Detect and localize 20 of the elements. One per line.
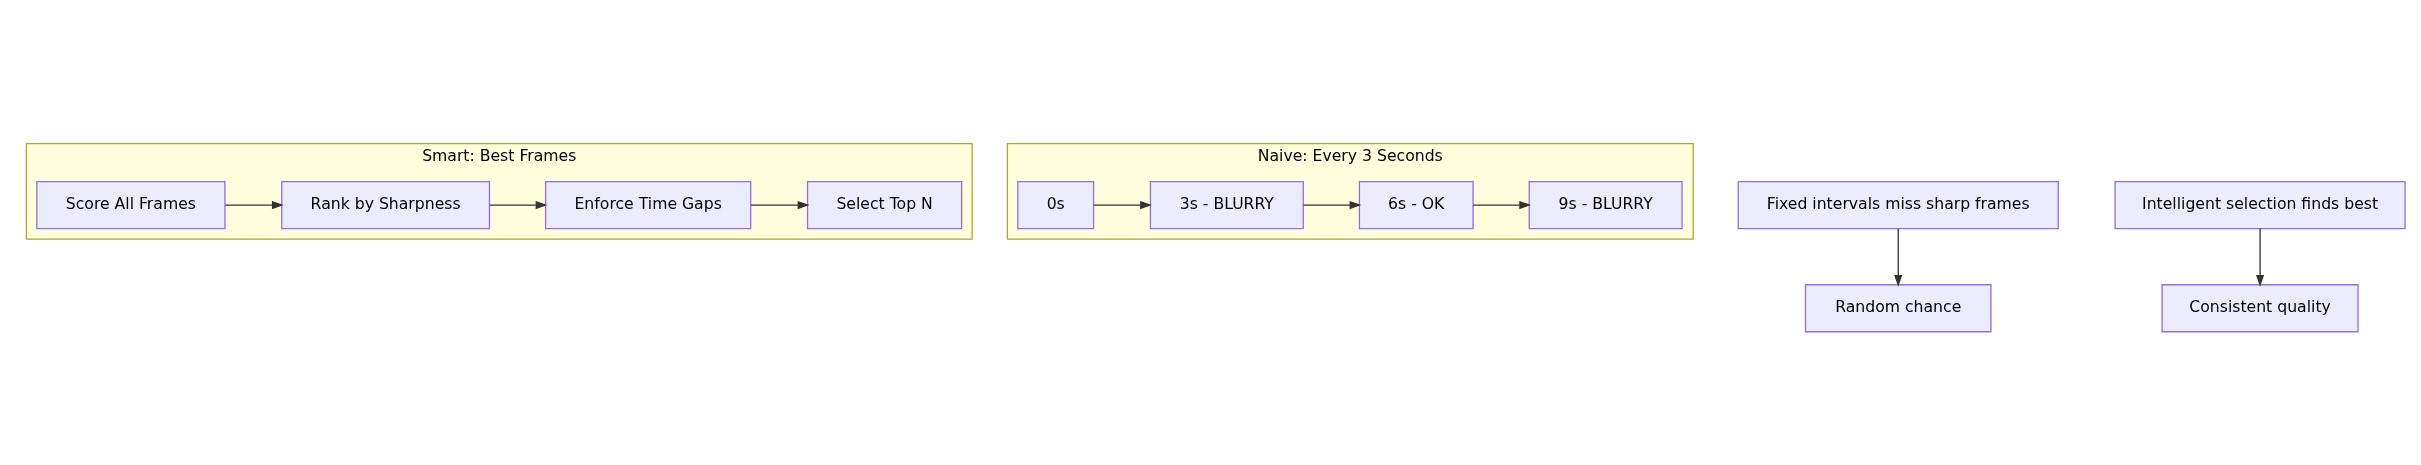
- arrow: [750, 200, 810, 210]
- node-box: 6s - OK: [1358, 180, 1474, 230]
- node-box: 0s: [1017, 180, 1095, 230]
- node-box: Enforce Time Gaps: [544, 180, 752, 230]
- node-box: Consistent quality: [2161, 284, 2359, 333]
- node-box: Random chance: [1804, 284, 1992, 333]
- arrow: [1472, 200, 1532, 210]
- node-box: Select Top N: [806, 180, 963, 230]
- node-box: Rank by Sharpness: [281, 180, 491, 230]
- arrow: [1894, 228, 1903, 287]
- node-box: 3s - BLURRY: [1149, 180, 1304, 230]
- arrow: [224, 200, 284, 210]
- arrow: [1093, 200, 1152, 210]
- arrow: [2255, 228, 2265, 287]
- arrow: [1302, 200, 1362, 210]
- node-box: Fixed intervals miss sharp frames: [1737, 180, 2059, 230]
- node-box: Score All Frames: [36, 180, 226, 230]
- arrow: [489, 200, 548, 210]
- node-box: 9s - BLURRY: [1528, 180, 1683, 230]
- node-box: Intelligent selection finds best: [2114, 180, 2406, 230]
